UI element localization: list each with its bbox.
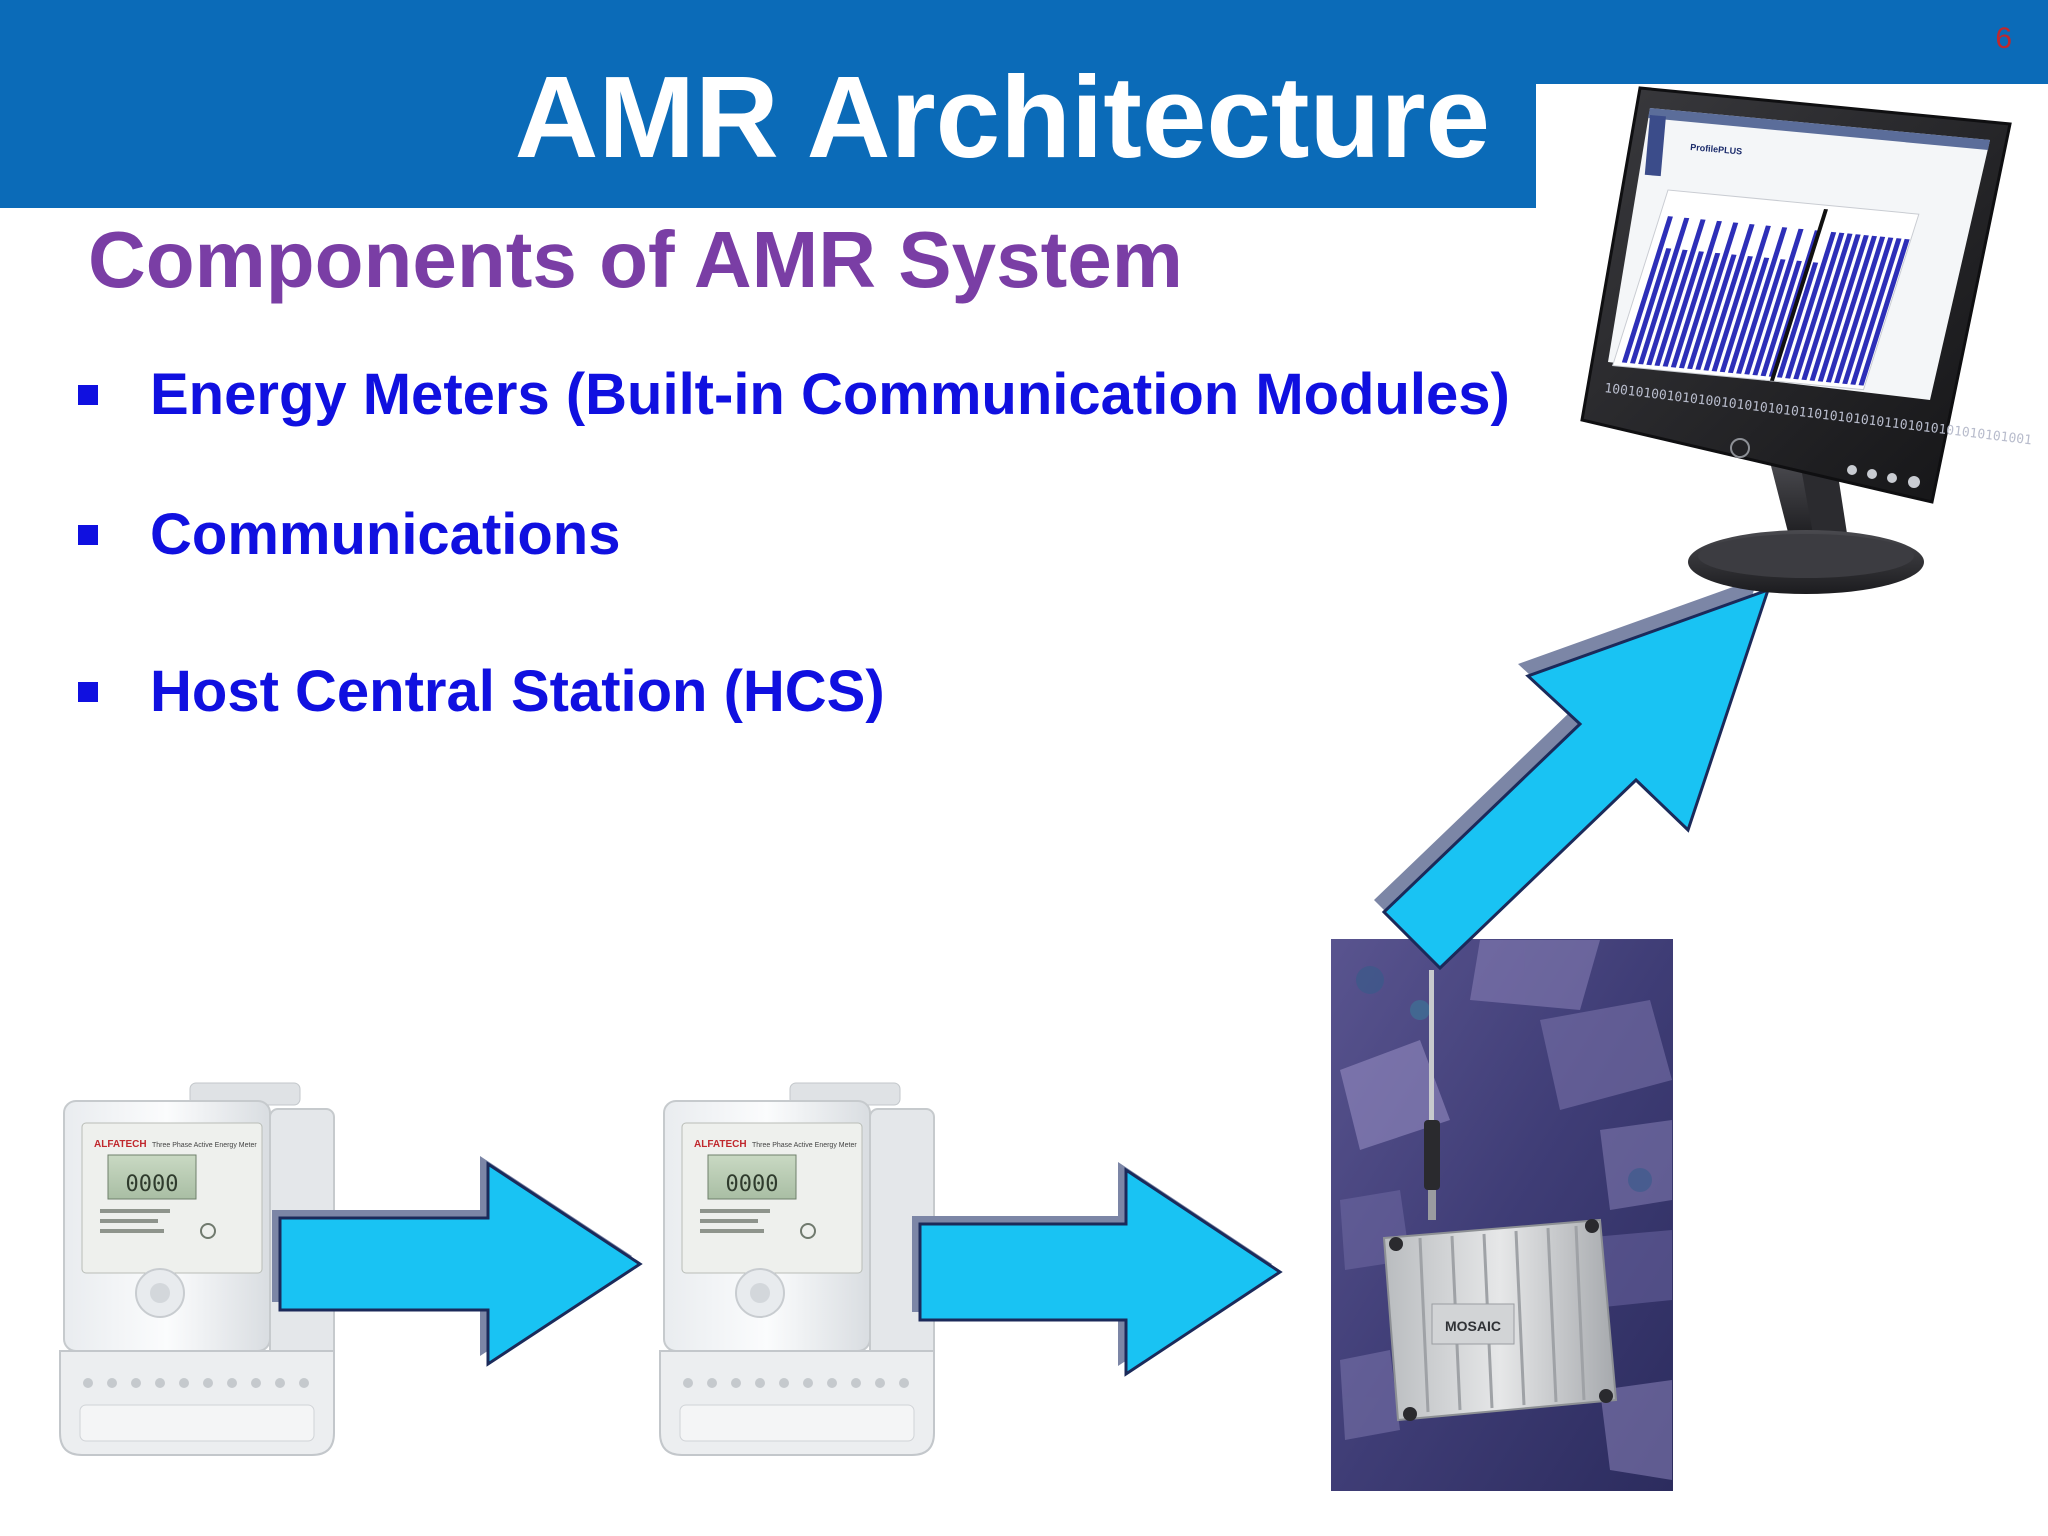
screen-bar (1719, 225, 1771, 373)
collector-brand-label: MOSAIC (1445, 1318, 1501, 1334)
meter-lcd-reading: 0000 (126, 1172, 179, 1197)
screen-bar (1809, 234, 1861, 381)
screen-bar (1776, 262, 1819, 378)
header-bar-extension (1536, 0, 2048, 84)
screen-bar (1760, 260, 1802, 377)
bullet-text: Host Central Station (HCS) (150, 659, 885, 724)
screen-bar (1654, 219, 1706, 366)
screen-bar (1858, 238, 1910, 386)
screen-bar (1695, 254, 1737, 370)
header-bar (0, 0, 1536, 208)
bullet-text: Energy Meters (Built-in Communication Mo… (150, 362, 1510, 427)
screen-bar (1801, 233, 1853, 381)
data-collector-unit: MOSAIC (1331, 939, 1673, 1491)
bullet-text: Communications (150, 502, 621, 567)
square-bullet-icon (78, 385, 98, 405)
screen-bar (1703, 223, 1755, 371)
screen-bar (1785, 231, 1837, 379)
screen-bar (1727, 257, 1770, 374)
monitor-app-name: ProfilePLUS (1690, 142, 1743, 156)
screen-bar (1850, 238, 1902, 385)
screen-bar (1793, 232, 1845, 380)
screen-bar (1736, 227, 1788, 374)
screen-bar (1842, 237, 1894, 385)
screen-bar (1752, 228, 1804, 376)
bullet-item-energy-meters: Energy Meters (Built-in Communication Mo… (78, 355, 1538, 435)
screen-bar (1834, 236, 1886, 384)
square-bullet-icon (78, 525, 98, 545)
energy-meter-1: ALFATECH Three Phase Active Energy Meter… (59, 1082, 335, 1456)
meter-brand-label: ALFATECH (94, 1139, 147, 1150)
arrow-meter2-to-collector (912, 1162, 1283, 1377)
screen-bar (1678, 252, 1721, 369)
screen-bar (1825, 235, 1878, 383)
energy-meter-2: ALFATECH Three Phase Active Energy Meter… (659, 1082, 935, 1456)
screen-bar (1646, 249, 1688, 366)
screen-bar (1744, 259, 1786, 375)
square-bullet-icon (78, 682, 98, 702)
screen-bar (1638, 217, 1690, 365)
screen-bar (1817, 234, 1869, 382)
screen-bar (1670, 220, 1722, 368)
meter-lcd-reading: 0000 (726, 1172, 779, 1197)
host-monitor: 1001010010101001010101010110101010101101… (1580, 86, 2033, 594)
arrow-meter1-to-meter2 (272, 1156, 643, 1367)
screen-bar (1621, 216, 1673, 363)
meter-caption-label: Three Phase Active Energy Meter (752, 1142, 857, 1149)
screen-bar (1662, 251, 1704, 367)
screen-bar (1630, 248, 1672, 364)
meter-caption-label: Three Phase Active Energy Meter (152, 1142, 257, 1149)
screen-bar (1711, 255, 1753, 372)
monitor-bar-chart (1612, 189, 1920, 391)
arrow-collector-to-host (1374, 578, 1771, 971)
meter-brand-label: ALFATECH (694, 1139, 747, 1150)
screen-bar (1687, 222, 1739, 370)
slide-title: AMR Architecture (514, 52, 1490, 182)
section-subtitle: Components of AMR System (88, 215, 1183, 304)
slide-number: 6 (1995, 22, 2012, 55)
